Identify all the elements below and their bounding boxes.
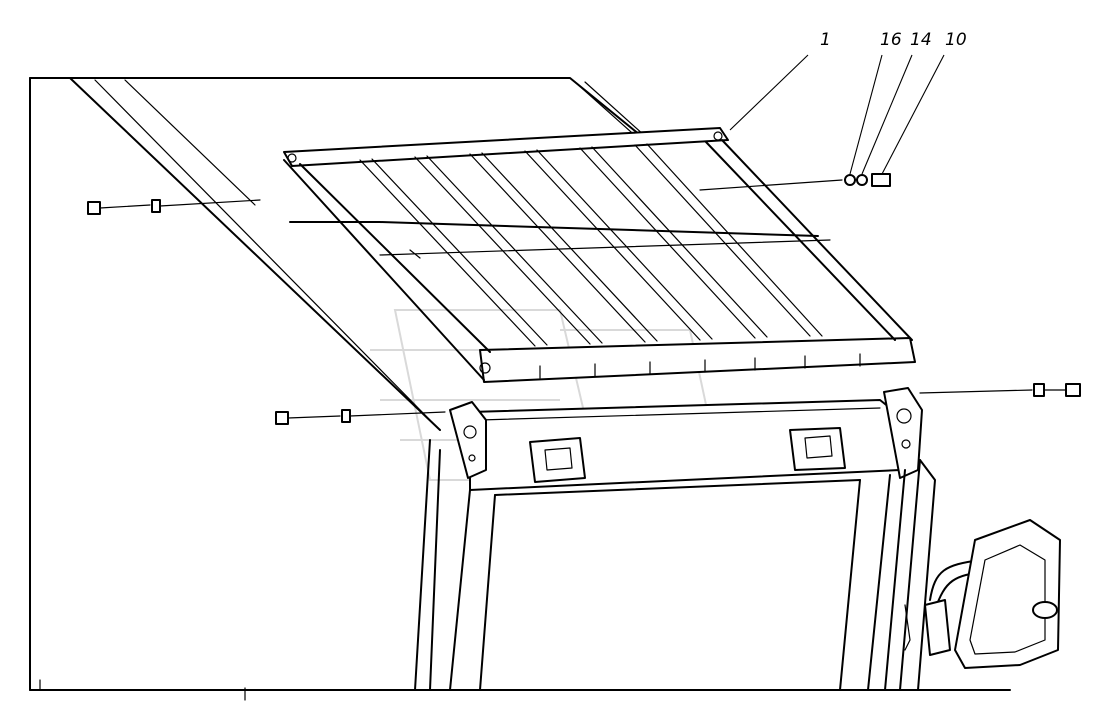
callout-10: 10 <box>945 30 967 50</box>
callout-1: 1 <box>820 30 831 50</box>
leader-lines <box>729 54 945 175</box>
cab-body <box>29 77 1011 691</box>
leader-14 <box>861 54 913 175</box>
front-header-beam <box>449 387 923 491</box>
callout-16: 16 <box>880 30 902 50</box>
side-mirror <box>904 519 1061 669</box>
roof-rack <box>283 127 916 383</box>
fastener-set-left-lower <box>275 409 446 425</box>
fastener-set-right-upper <box>699 173 891 191</box>
leader-1 <box>729 54 809 131</box>
leader-10 <box>881 54 945 175</box>
windshield-frame <box>244 439 936 701</box>
rack-slats <box>359 143 823 347</box>
fastener-set-left-upper <box>87 199 261 215</box>
leader-16 <box>849 54 883 175</box>
callout-14: 14 <box>910 30 932 50</box>
fastener-set-right-lower <box>919 383 1081 397</box>
callout-labels: 1 16 14 10 <box>820 30 967 50</box>
